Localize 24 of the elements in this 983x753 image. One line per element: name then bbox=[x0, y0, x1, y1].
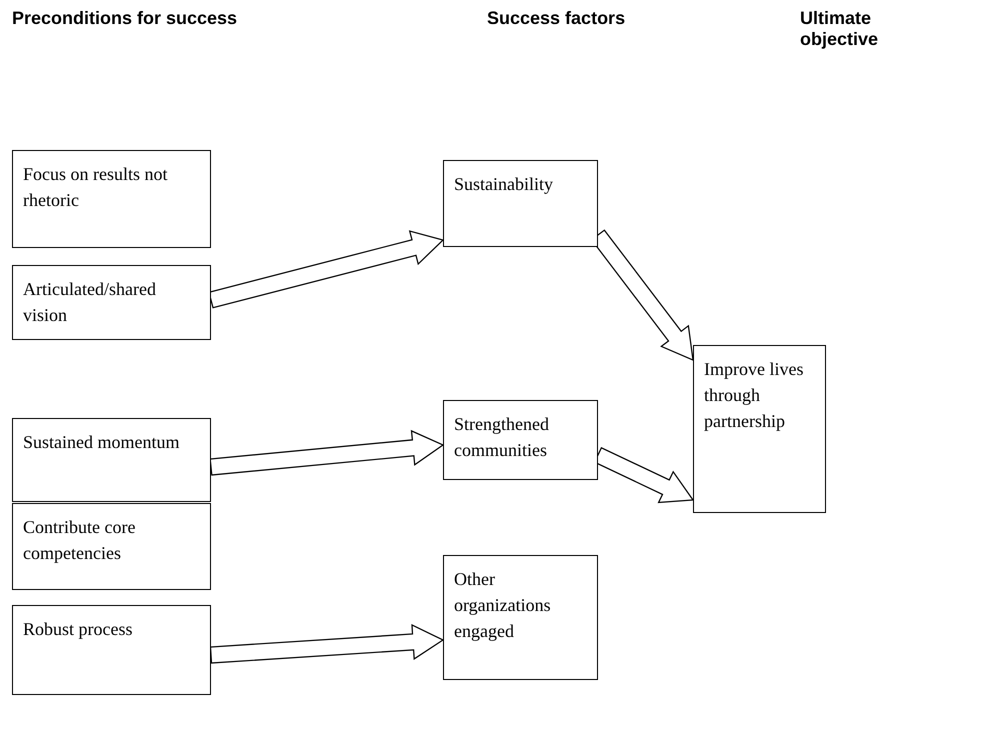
column-heading: Success factors bbox=[487, 8, 626, 29]
block-arrow bbox=[208, 230, 444, 308]
column-heading: Ultimate objective bbox=[800, 8, 880, 50]
text-box bbox=[443, 555, 598, 680]
text-box bbox=[12, 503, 211, 590]
box-text: Focus on results not rhetoric bbox=[23, 163, 169, 212]
block-arrow bbox=[210, 430, 444, 476]
text-box bbox=[12, 418, 211, 502]
box-text: Improve lives through partnership bbox=[704, 358, 804, 433]
text-box bbox=[12, 265, 211, 340]
block-arrow bbox=[210, 624, 444, 664]
box-text: Contribute core competencies bbox=[23, 516, 136, 565]
column-heading: Preconditions for success bbox=[12, 8, 238, 29]
text-box bbox=[12, 150, 211, 248]
box-text: Sustainability bbox=[454, 173, 554, 196]
text-box bbox=[693, 345, 826, 513]
box-text: Sustained momentum bbox=[23, 431, 180, 454]
box-text: Articulated/shared vision bbox=[23, 278, 157, 327]
box-text: Robust process bbox=[23, 618, 134, 641]
text-box bbox=[443, 160, 598, 247]
box-text: Strengthened communities bbox=[454, 413, 550, 462]
text-box bbox=[443, 400, 598, 480]
text-box bbox=[12, 605, 211, 695]
box-text: Other organizations engaged bbox=[454, 568, 552, 643]
